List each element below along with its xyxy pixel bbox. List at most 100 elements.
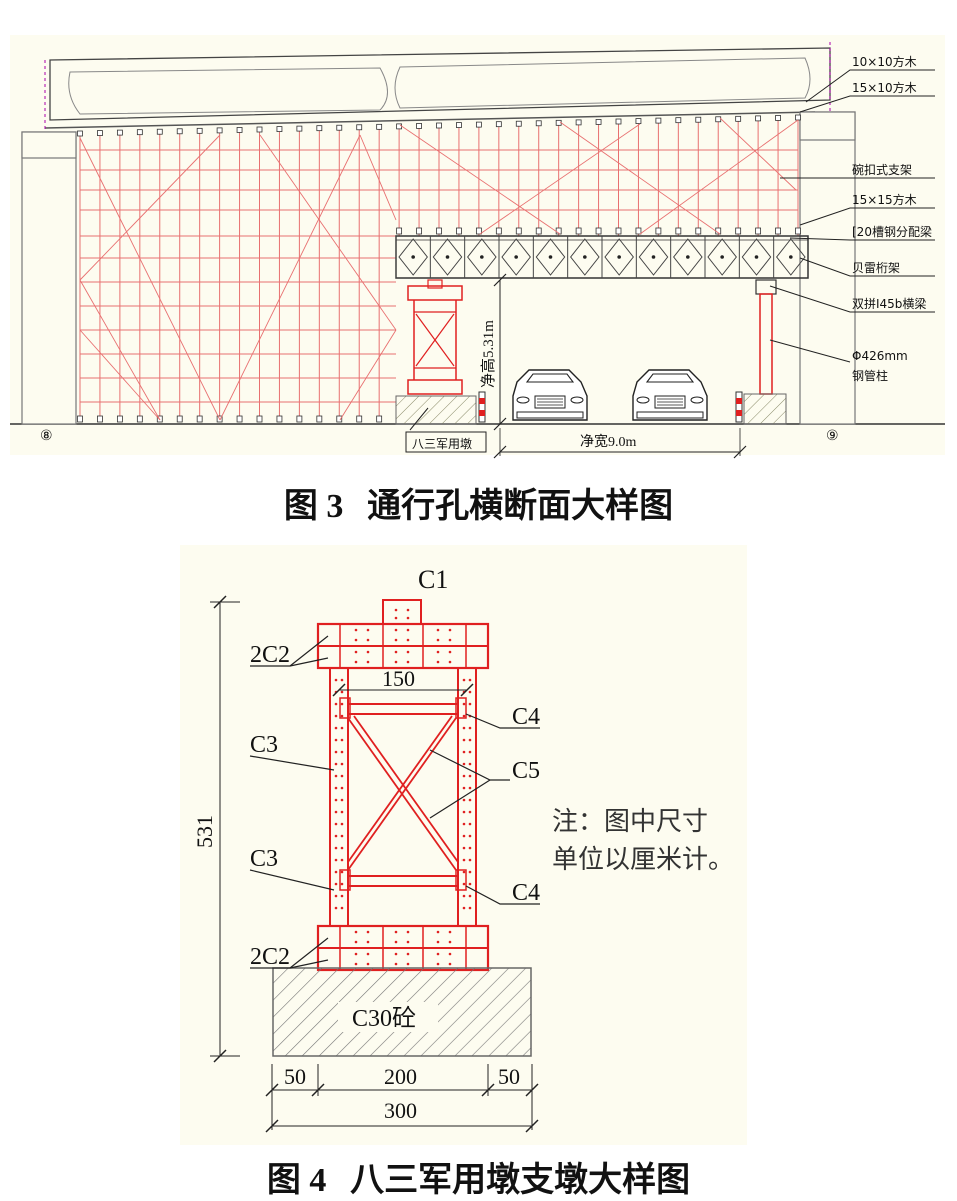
bolt-dot xyxy=(394,952,398,956)
label-bowl-scaffold: 碗扣式支架 xyxy=(852,162,912,177)
fig3-caption-text: 通行孔横断面大样图 xyxy=(367,486,674,526)
bolt-dot xyxy=(334,810,338,814)
bolt-dot xyxy=(468,702,472,706)
truss-diamond xyxy=(707,238,737,276)
axis-marker-left: ⑧ xyxy=(40,428,53,444)
bowl-scaffold-grid xyxy=(77,114,801,423)
scaffold-top-cap xyxy=(495,121,502,128)
bolt-dot xyxy=(406,930,410,934)
bolt-dot xyxy=(340,726,344,730)
bolt-dot xyxy=(366,952,370,956)
c3-column-right xyxy=(457,667,477,927)
scaffold-top-cap xyxy=(196,127,203,134)
bolt-dot xyxy=(366,628,370,632)
bolt-dot xyxy=(406,962,410,966)
bolt-dot xyxy=(462,738,466,742)
bolt-dot xyxy=(468,894,472,898)
bolt-dot xyxy=(340,834,344,838)
scaffold-top-cap xyxy=(456,122,462,128)
truss-node xyxy=(651,255,656,259)
scaffold-top-cap xyxy=(156,128,163,135)
c4-brace-bottom xyxy=(339,869,467,891)
scaffold-top-cap xyxy=(256,126,263,133)
bolt-dot xyxy=(436,638,440,642)
fig4-caption-text: 八三军用墩支墩大样图 xyxy=(350,1160,691,1200)
bolt-dot xyxy=(462,714,466,718)
truss-diamond xyxy=(535,238,566,276)
bolt-dot xyxy=(406,940,410,944)
scaffold-top-cap xyxy=(296,125,303,132)
fig4-caption-number: 图 4 xyxy=(266,1162,327,1199)
scaffold-top-cap xyxy=(436,122,442,129)
fig3-caption: 图 3 通行孔横断面大样图 xyxy=(0,478,957,527)
bolt-dot xyxy=(334,906,338,910)
truss-node xyxy=(514,255,518,259)
bolt-dot xyxy=(340,846,344,850)
truss-diamond xyxy=(432,238,463,276)
bolt-dot xyxy=(340,690,344,694)
bolt-dot xyxy=(340,762,344,766)
bolt-dot xyxy=(340,702,344,706)
scaffold-base-plate xyxy=(575,227,582,235)
scaffold-base-plate xyxy=(176,415,183,423)
bolt-dot xyxy=(468,726,472,730)
scaffold-base-plate xyxy=(695,227,702,235)
scaffold-base-plate xyxy=(396,227,403,235)
scaffold-base-plate xyxy=(136,415,143,423)
scaffold-base-plate xyxy=(416,227,422,235)
label-wood-10x10: 10×10方木 xyxy=(852,54,917,69)
label-wood-15x15: 15×15方木 xyxy=(852,192,917,207)
bolt-dot xyxy=(406,608,410,612)
scaffold-top-cap xyxy=(475,121,482,128)
bolt-dot xyxy=(334,894,338,898)
truss-diamond xyxy=(776,238,806,276)
scaffold-top-cap xyxy=(396,123,403,130)
bolt-dot xyxy=(340,906,344,910)
bolt-dot xyxy=(462,822,466,826)
scaffold-diagonal xyxy=(359,134,397,221)
bolt-dot xyxy=(334,822,338,826)
bolt-dot xyxy=(334,774,338,778)
bolt-dot xyxy=(462,882,466,886)
bolt-dot xyxy=(448,952,452,956)
top-2c2-beam xyxy=(316,622,490,670)
scaffold-top-cap xyxy=(695,116,702,123)
label-c5: C5 xyxy=(512,758,540,784)
label-c2-bottom: 2C2 xyxy=(250,944,290,970)
scaffold-base-plate xyxy=(615,227,622,235)
scaffold-base-plate xyxy=(236,415,243,423)
scaffold-base-plate xyxy=(196,415,203,423)
scaffold-diagonal xyxy=(79,134,221,281)
callout-leaders xyxy=(769,69,935,363)
bolt-dot xyxy=(340,822,344,826)
bolt-dot xyxy=(462,702,466,706)
bolt-dot xyxy=(334,678,338,682)
truss-node xyxy=(754,255,759,259)
bolt-dot xyxy=(468,870,472,874)
bolt-dot xyxy=(394,962,398,966)
label-dim-531: 531 xyxy=(192,815,217,848)
bolt-dot xyxy=(448,638,452,642)
bolt-dot xyxy=(468,810,472,814)
scaffold-diagonal xyxy=(639,119,799,235)
scaffold-top-cap xyxy=(176,128,183,135)
bolt-dot xyxy=(468,846,472,850)
label-dim-50-right: 50 xyxy=(498,1064,520,1089)
scaffold-top-cap xyxy=(795,114,801,121)
truss-node xyxy=(411,255,415,259)
military-pier-fig3 xyxy=(395,279,477,425)
truss-node xyxy=(445,255,450,259)
scaffold-top-cap xyxy=(535,120,542,127)
fig4-leaders xyxy=(249,635,540,969)
scaffold-diagonal xyxy=(219,134,361,421)
bolt-dot xyxy=(354,660,358,664)
truss-node xyxy=(548,255,553,259)
truss-node xyxy=(583,255,587,259)
traffic-barrier-left xyxy=(478,391,486,423)
truss-node xyxy=(686,255,690,259)
bolt-dot xyxy=(394,650,398,654)
dim-bottom-row xyxy=(265,1064,539,1133)
scaffold-top-cap xyxy=(376,123,383,130)
scaffold-top-cap xyxy=(316,125,323,132)
bolt-dot xyxy=(340,738,344,742)
